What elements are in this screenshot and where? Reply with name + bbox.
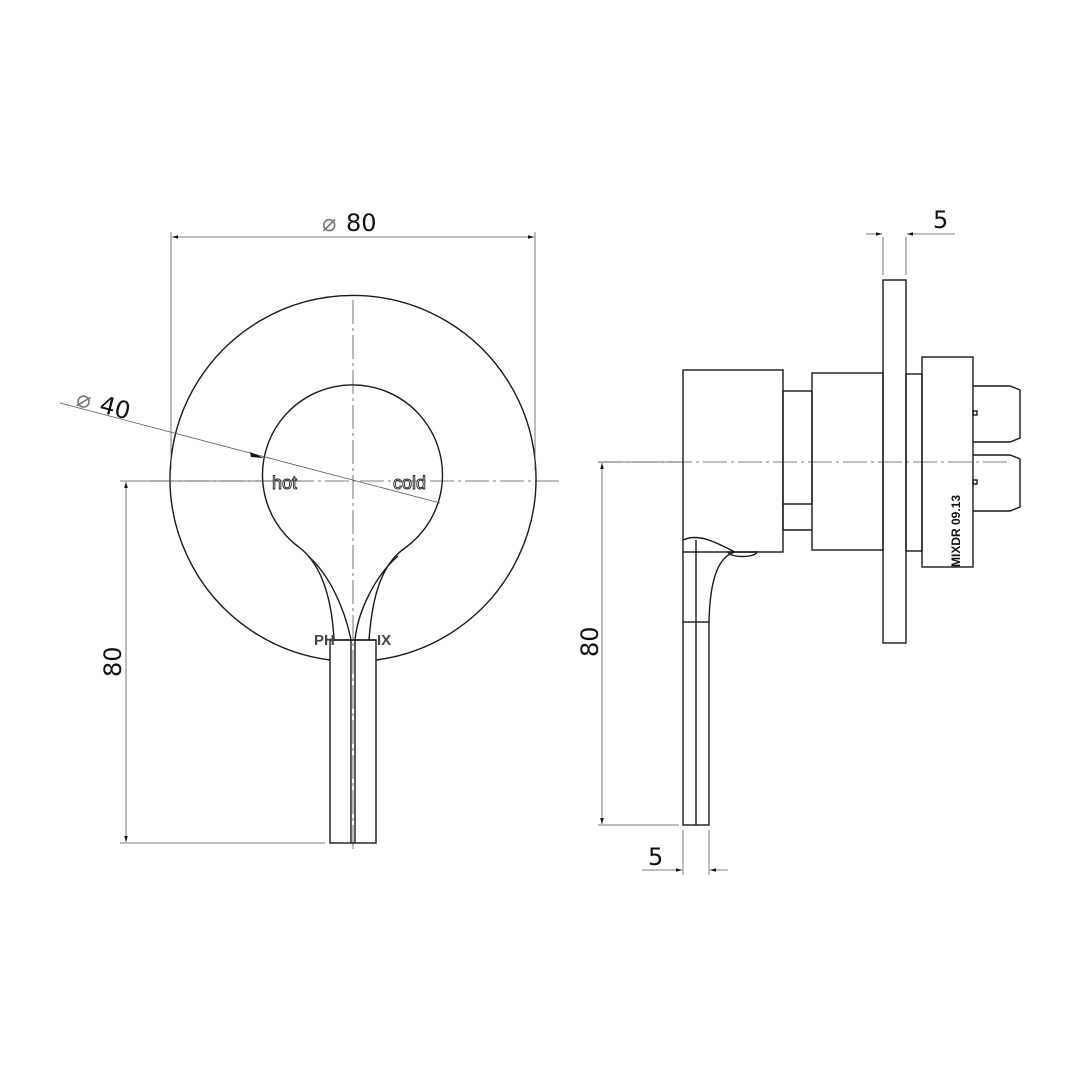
dimension-thickness-5-bottom: 5	[648, 843, 663, 871]
dimension-height-80-side: 80	[576, 626, 604, 657]
cover-plate-outline	[169, 294, 537, 661]
valve-body	[811, 372, 884, 551]
handle-flare-inner	[307, 555, 399, 641]
dimension-height-80: 80	[99, 646, 127, 677]
hot-label: hot	[272, 473, 297, 493]
handle-body	[682, 369, 784, 553]
leader-arrow-icon	[250, 452, 264, 458]
cold-label: cold	[393, 473, 426, 493]
dimension-thickness-5-top: 5	[933, 206, 948, 234]
inlet-connector-bottom	[973, 454, 1021, 512]
handle-neck	[782, 390, 813, 505]
cover-plate-side	[882, 279, 907, 644]
side-view: MIXDR 09.13 5 80 5	[576, 206, 1021, 875]
diameter-symbol-icon: ⌀	[322, 209, 336, 237]
diameter-symbol-icon: ⌀	[73, 384, 94, 415]
lever-profile	[682, 536, 736, 623]
dimension-diameter-40: 40	[97, 391, 134, 426]
cartridge-body	[921, 356, 974, 568]
inlet-connector-top	[973, 385, 1021, 443]
brand-text-right: IX	[377, 632, 391, 649]
grub-screw	[727, 551, 758, 558]
hub-outline	[261, 384, 444, 641]
body-code-label: MIXDR 09.13	[949, 495, 963, 567]
front-view: PH IX hot cold ⌀ 80 ⌀ 40 80	[59, 209, 560, 850]
dimension-diameter-80: 80	[346, 209, 377, 237]
leader-line-diameter-40	[59, 402, 441, 504]
connector-notch	[972, 410, 978, 416]
connector-notch	[972, 479, 978, 485]
rear-recess	[905, 373, 923, 552]
brand-text-left: PH	[314, 632, 335, 649]
